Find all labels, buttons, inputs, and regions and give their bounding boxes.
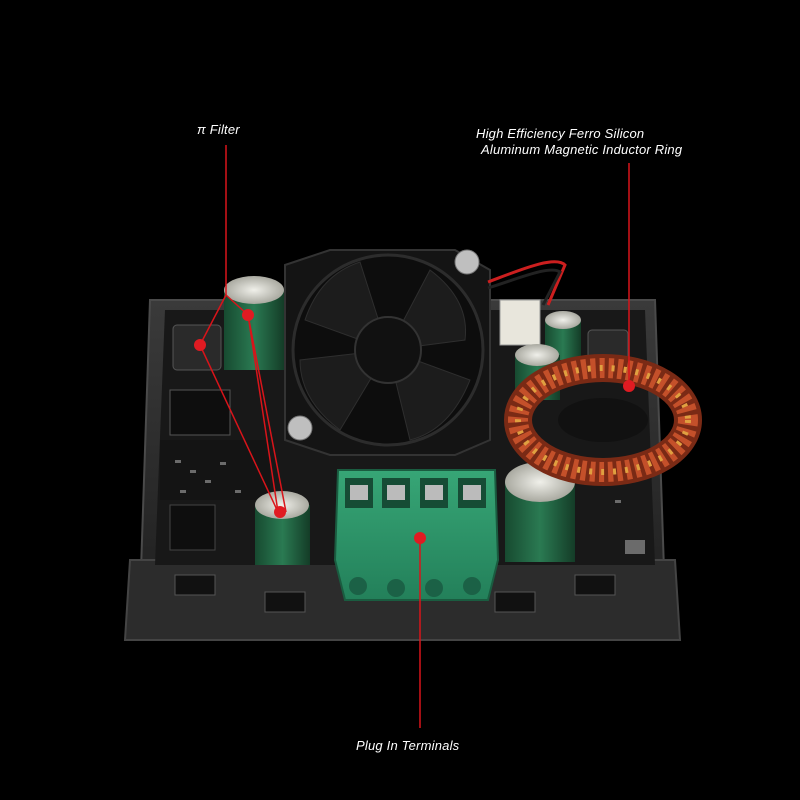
capacitor-bottom-left	[255, 491, 310, 565]
label-inductor-line1: High Efficiency Ferro Silicon	[476, 126, 645, 141]
callout-terminals	[414, 532, 426, 728]
callout-dot-cap-bottom	[274, 506, 286, 518]
capacitor-top-left	[224, 276, 284, 370]
label-plug-terminals: Plug In Terminals	[356, 738, 460, 753]
callout-inductor	[623, 163, 635, 392]
label-inductor-line2: Aluminum Magnetic Inductor Ring	[481, 142, 683, 157]
callout-dot-cap-top	[242, 309, 254, 321]
callout-dot-terminal	[414, 532, 426, 544]
label-inductor: High Efficiency Ferro Silicon Aluminum M…	[476, 126, 682, 158]
cooling-fan	[284, 249, 491, 456]
label-pi-filter: π Filter	[197, 122, 240, 137]
callout-dot-toroid	[623, 380, 635, 392]
fan-connector	[487, 260, 567, 346]
toroid-inductor	[504, 354, 702, 486]
callout-pi-filter	[194, 145, 287, 518]
pcb-components	[160, 324, 645, 554]
callout-dot-inductor-left	[194, 339, 206, 351]
capacitor-right	[505, 462, 575, 562]
